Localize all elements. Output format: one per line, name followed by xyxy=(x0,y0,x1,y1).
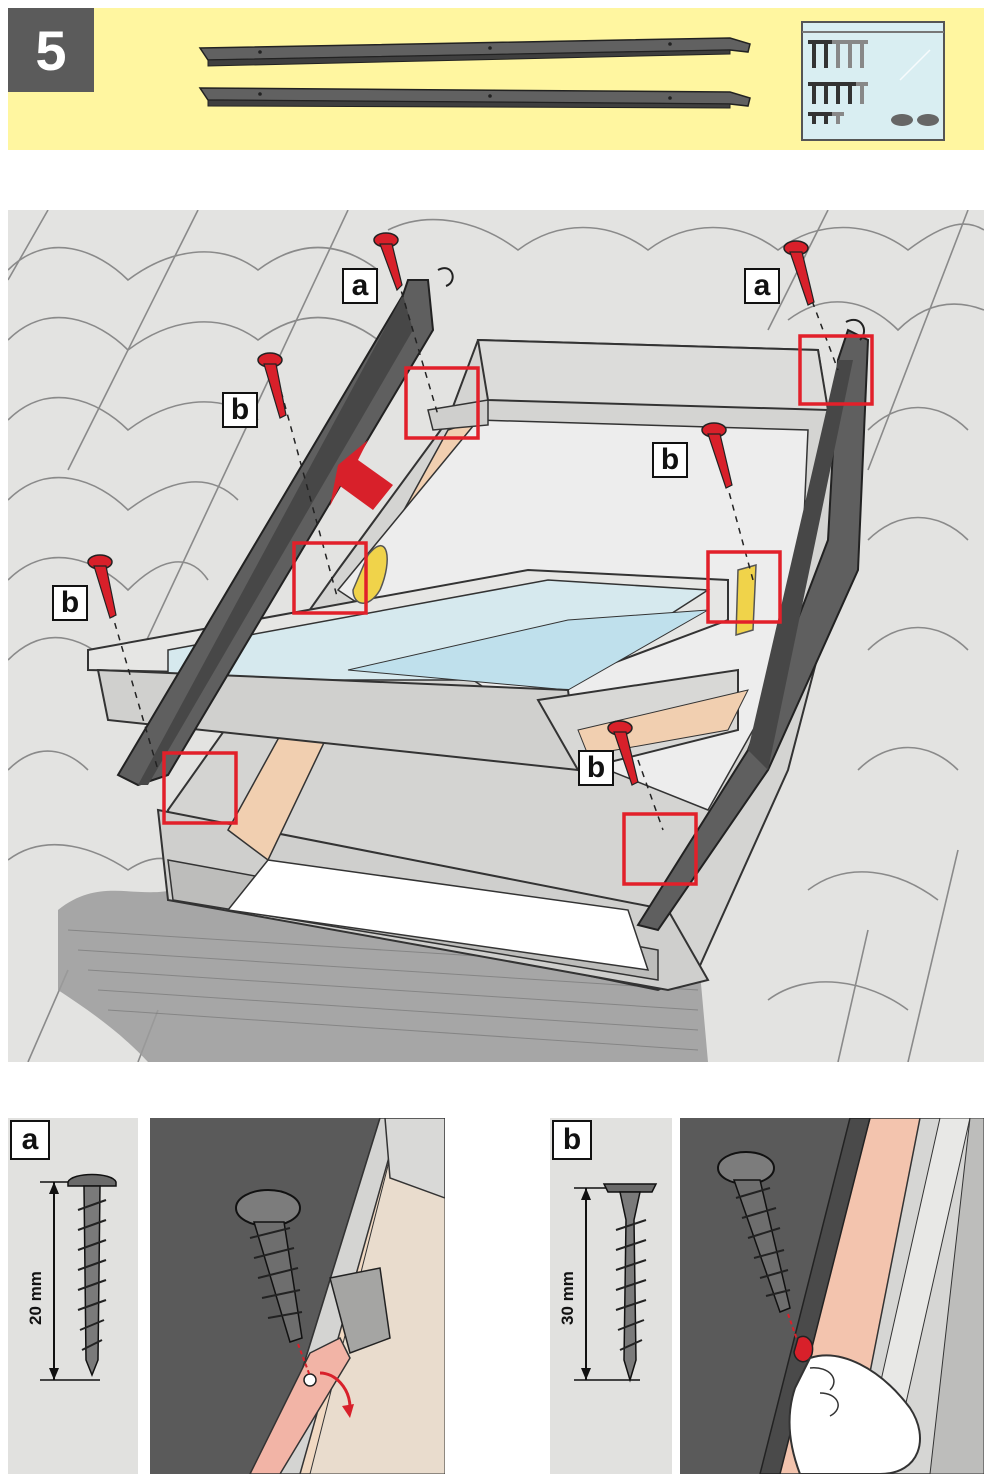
flashing-rails-illustration xyxy=(198,37,751,109)
screw-icon xyxy=(87,554,117,619)
screw-icon xyxy=(235,1189,311,1377)
screw-icon xyxy=(574,1183,658,1383)
label-b-lower-left: b xyxy=(52,585,88,621)
step-number: 5 xyxy=(8,8,94,92)
detail-b-closeup xyxy=(680,1118,984,1474)
screw-bag-icon xyxy=(801,21,945,141)
handle-icon xyxy=(352,545,388,604)
flashing-rail-icon xyxy=(198,37,751,67)
label-b-upper-right: b xyxy=(652,442,688,478)
underlay-shadow xyxy=(58,880,708,1062)
flashing-rail-icon xyxy=(198,87,751,109)
detail-a-label: a xyxy=(10,1120,50,1160)
label-b-upper-left: b xyxy=(222,392,258,428)
main-illustration: a a b b b b xyxy=(8,210,984,1062)
detail-b-label: b xyxy=(552,1120,592,1160)
screw-icon xyxy=(257,352,287,419)
screw-icon xyxy=(717,1151,801,1349)
screw-icon xyxy=(701,422,733,489)
roof-window-diagram xyxy=(8,210,984,1062)
hand-icon xyxy=(788,1354,921,1474)
label-b-lower-right: b xyxy=(578,750,614,786)
screw-icon xyxy=(373,232,403,292)
roof-tiles xyxy=(8,210,984,1062)
detail-a-closeup xyxy=(150,1118,445,1474)
arrow-icon xyxy=(330,440,393,510)
screw-icon xyxy=(783,240,815,306)
detail-a-dimension: 20 mm xyxy=(26,1271,45,1325)
screw-icon xyxy=(607,720,639,786)
highlight-boxes xyxy=(162,334,874,886)
detail-b-dimension: 30 mm xyxy=(558,1271,577,1325)
detail-b-screw-panel xyxy=(550,1118,672,1474)
label-a-right: a xyxy=(744,268,780,304)
label-a-left: a xyxy=(342,268,378,304)
screw-icon xyxy=(40,1173,117,1381)
